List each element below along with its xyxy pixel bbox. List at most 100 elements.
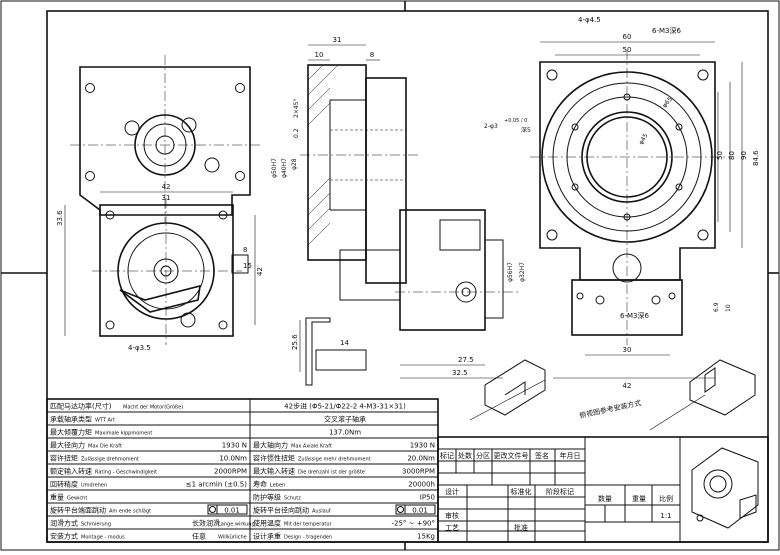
spec-row-5-rlabel-de: Die drehzahl ist der größte xyxy=(298,470,365,476)
spec-row-4-rlabel-de: Zulässige mehr drehmoment xyxy=(298,457,371,463)
spec-row-10-label-de: Montage - modus xyxy=(81,535,125,541)
face-lower-hole-4 xyxy=(668,292,676,300)
spec-row-9-label: 润滑方式 xyxy=(50,519,78,528)
title-block: 标记 处数 分区 更改文件号 签名 年月日 设计 标准化 审核 工艺 批准 阶段… xyxy=(437,436,769,543)
dim-phi32h7: φ32H7 xyxy=(519,262,526,282)
front-hole-4 xyxy=(218,320,228,330)
dim-2x45: 2×45° xyxy=(293,99,300,118)
tb-stage: 阶段标记 xyxy=(546,487,574,496)
dim-31: 31 xyxy=(333,36,342,44)
rear-plate-outline xyxy=(79,66,251,216)
spec-row-6-label-de: Umdrehen xyxy=(81,483,107,489)
face-outline xyxy=(539,61,716,281)
spec-row-3-rlabel-de: Max Axiale Kraft xyxy=(291,444,332,450)
spec-row-8-label: 旋转平台端面跳动 xyxy=(50,506,106,515)
dim-phi45: φ45 xyxy=(638,132,650,146)
dim-50v: 50 xyxy=(716,151,724,160)
spec-row-7-rlabel-de: Schutz xyxy=(284,496,301,502)
spec-row-6-rlabel: 寿命 xyxy=(253,480,267,489)
spec-row-9-rlabel: 使用温度 xyxy=(253,519,281,528)
spec-row-3-label-de: Max Die Kraft xyxy=(88,444,122,450)
isometric-sketches xyxy=(469,359,756,431)
spec-row-3-rlabel: 最大轴向力 xyxy=(253,441,288,450)
spec-row-6-label: 回转精度 xyxy=(50,480,78,489)
spec-row-10-rlabel: 设计承重 xyxy=(253,532,281,541)
face-hole-4 xyxy=(697,229,709,241)
side-motor-adapter xyxy=(484,239,504,319)
face-bolt-3 xyxy=(675,183,683,191)
dim-10: 10 xyxy=(315,51,324,59)
dim-phi50h7: φ50H7 xyxy=(271,158,278,178)
tb-approve: 批准 xyxy=(514,523,528,532)
tb-header-3: 更改文件号 xyxy=(494,451,529,460)
spec-row-9-value: 长效润滑 xyxy=(192,519,220,528)
face-bolt-6 xyxy=(571,123,579,131)
dim-10-b: 10 xyxy=(725,304,732,312)
face-lower-hole-1 xyxy=(595,295,605,305)
rear-view xyxy=(70,55,262,222)
iso-leader-1 xyxy=(469,379,546,421)
tb-design: 设计 xyxy=(445,487,459,496)
dim-32-5: 32.5 xyxy=(452,369,468,377)
side-worm-bore xyxy=(439,219,481,251)
front-worm-section xyxy=(119,284,201,313)
dim-31-b: 31 xyxy=(162,194,171,202)
spec-row-5-label-de: Rating - Geschwindigkeit xyxy=(95,470,157,476)
dim-8: 8 xyxy=(370,51,374,59)
rear-gear-1 xyxy=(181,117,197,133)
face-hole-2 xyxy=(697,69,709,81)
spec-row-0-label: 匹配马达功率(尺寸) xyxy=(50,402,112,411)
front-worm-gear xyxy=(180,312,196,328)
dim-4-phi3-5: 4-φ3.5 xyxy=(128,344,151,352)
spec-row-8-value: 0.01 xyxy=(224,507,240,515)
dim-42: 42 xyxy=(162,183,171,191)
tb-ratio: 比例 xyxy=(659,494,673,503)
spec-row-10-value-de: Willkürliche xyxy=(218,535,247,541)
spec-row-7-label-de: Gewicht xyxy=(67,496,87,502)
spec-row-3-rvalue: 1930 N xyxy=(410,442,435,450)
side-housing-left xyxy=(307,64,367,261)
spec-row-1-label: 承载轴承类型 xyxy=(50,415,92,424)
dim-14: 14 xyxy=(340,339,349,347)
spec-row-3-value: 1930 N xyxy=(222,442,247,450)
face-hole-1 xyxy=(546,69,558,81)
dim-60: 60 xyxy=(623,33,632,41)
tb-header-5: 年月日 xyxy=(560,451,581,460)
front-hole-1 xyxy=(105,210,115,220)
dim-33-6: 33.6 xyxy=(56,210,64,226)
front-view xyxy=(92,198,249,345)
spec-row-9-label-de: Schmierung xyxy=(81,522,111,528)
face-hole-3 xyxy=(546,229,558,241)
front-hole-2 xyxy=(218,210,228,220)
spec-row-10-label: 安装方式 xyxy=(50,532,78,541)
tb-header-2: 分区 xyxy=(476,451,490,460)
spec-row-2-label-de: Maximale kippmoment xyxy=(95,431,152,437)
tb-ratio-value: 1:1 xyxy=(660,512,671,520)
dim-6-m3-b: 6-M3深6 xyxy=(620,311,649,320)
side-bearing-block xyxy=(329,99,367,211)
dim-6-9: 6.9 xyxy=(713,302,720,312)
dim-4-phi4-5: 4-φ4.5 xyxy=(578,16,601,24)
spec-row-10-rlabel-de: Design - tragenden xyxy=(284,535,332,541)
spec-row-10-rvalue: 15Kg xyxy=(417,533,435,541)
dim-6-m3: 6-M3深6 xyxy=(652,26,681,35)
side-section-view xyxy=(300,64,520,386)
face-bolt-5 xyxy=(571,183,579,191)
rear-hole-1 xyxy=(85,83,95,93)
spec-row-4-value: 10.0Nm xyxy=(219,455,247,463)
spec-row-5-label: 额定输入转速 xyxy=(50,467,92,476)
spec-row-9-rvalue: -25° ~ +90° xyxy=(391,520,435,528)
dim-80v: 80 xyxy=(728,151,736,160)
dim-30: 30 xyxy=(623,346,632,354)
spec-row-4-label-de: Zulässige drehmoment xyxy=(81,457,139,463)
dim-phi28: φ28 xyxy=(291,158,298,170)
spec-row-6-value: ≤1 arcmin (±0.5) xyxy=(186,481,248,489)
dim-8-b: 8 xyxy=(243,246,247,254)
dim-25-6: 25.6 xyxy=(291,334,299,350)
spec-row-4-label: 容许扭矩 xyxy=(50,454,78,463)
spec-table: 匹配马达功率(尺寸)Macht der Motor(Größe)42步进 (Φ5… xyxy=(46,398,439,543)
rear-hole-2 xyxy=(235,83,245,93)
dim-27-5: 27.5 xyxy=(458,356,474,364)
